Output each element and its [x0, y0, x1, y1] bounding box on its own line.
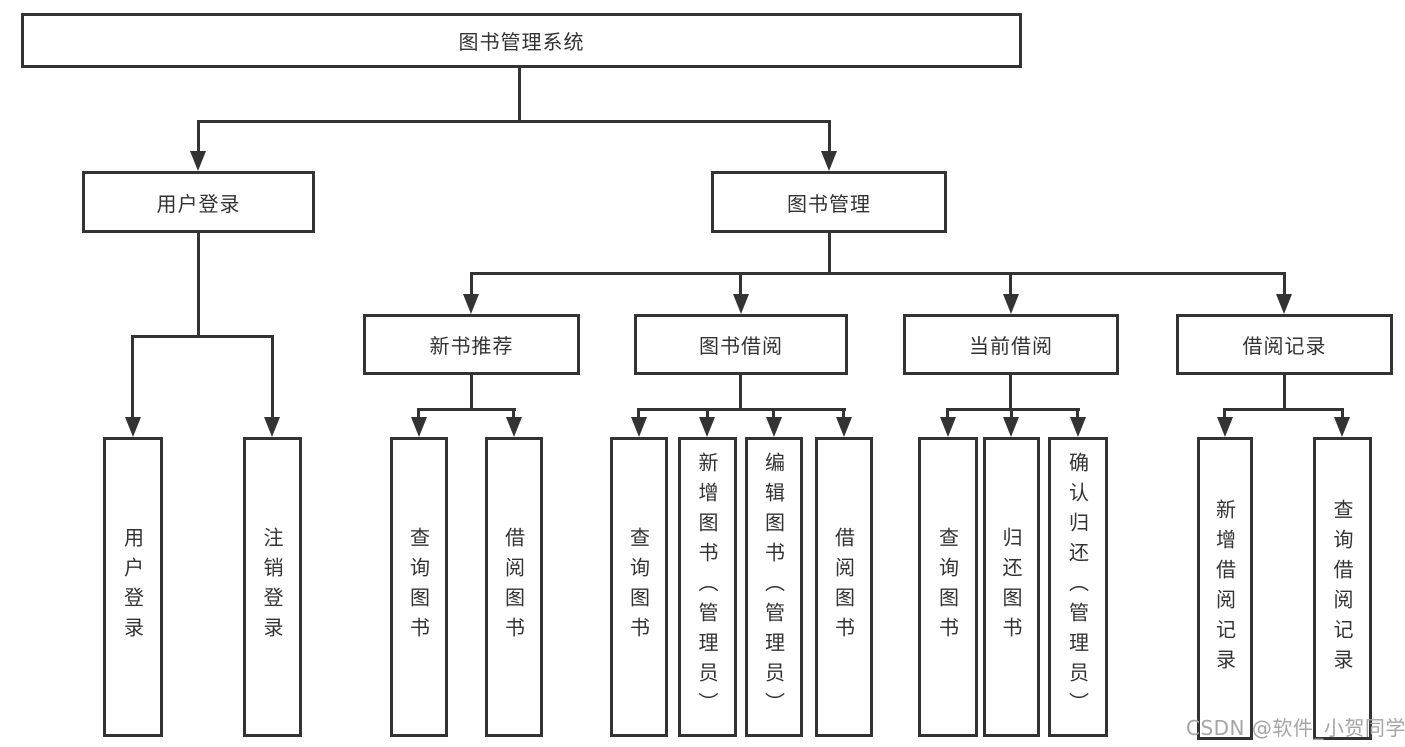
leaf-return-books: 归还图书 — [983, 437, 1040, 737]
connector-vline — [842, 408, 845, 420]
connector-vline — [271, 335, 274, 419]
arrowhead-down-icon — [1070, 417, 1086, 437]
connector-hline — [418, 408, 516, 411]
connector-vline — [946, 408, 949, 420]
arrowhead-down-icon — [766, 417, 782, 437]
connector-vline — [417, 408, 420, 420]
node-label: 编辑图书（管理员） — [761, 452, 786, 722]
connector-vline — [470, 375, 473, 410]
leaf-query-books-recommendation: 查询图书 — [390, 437, 448, 737]
node-label: 用户登录 — [156, 191, 241, 216]
node-label: 确认归还（管理员） — [1065, 452, 1090, 722]
node-library-management-system: 图书管理系统 — [21, 13, 1022, 68]
leaf-borrow-books-recommendation: 借阅图书 — [485, 437, 543, 737]
connector-hline — [470, 272, 1286, 275]
node-label: 当前借阅 — [969, 334, 1053, 358]
arrowhead-down-icon — [1276, 294, 1292, 314]
arrowhead-down-icon — [821, 151, 837, 171]
connector-vline — [512, 408, 515, 420]
node-label: 新书推荐 — [429, 334, 514, 358]
connector-vline — [518, 68, 521, 120]
connector-vline — [1076, 408, 1079, 420]
node-borrowing-records: 借阅记录 — [1176, 314, 1393, 375]
arrowhead-down-icon — [631, 417, 647, 437]
node-label: 新增图书（管理员） — [695, 452, 719, 722]
connector-hline — [638, 408, 846, 411]
leaf-query-books-current: 查询图书 — [918, 437, 978, 737]
node-label: 查询图书 — [406, 527, 431, 647]
node-label: 新增借阅记录 — [1212, 498, 1237, 679]
arrowhead-down-icon — [733, 294, 749, 314]
leaf-user-login: 用户登录 — [103, 437, 163, 737]
leaf-confirm-return-admin: 确认归还（管理员） — [1048, 437, 1108, 737]
leaf-borrow-books-borrowing: 借阅图书 — [815, 437, 873, 737]
node-label: 注销登录 — [260, 527, 284, 647]
arrowhead-down-icon — [463, 294, 479, 314]
connector-vline — [828, 120, 831, 153]
connector-vline — [637, 408, 640, 420]
arrowhead-down-icon — [1334, 417, 1350, 437]
node-current-borrowing: 当前借阅 — [903, 314, 1119, 375]
arrowhead-down-icon — [411, 417, 427, 437]
arrowhead-down-icon — [506, 417, 522, 437]
csdn-watermark: CSDN @软件_小贺同学 — [1186, 716, 1405, 740]
leaf-logout: 注销登录 — [243, 437, 302, 737]
node-label: 归还图书 — [999, 527, 1023, 647]
node-book-borrowing: 图书借阅 — [634, 314, 848, 375]
node-label: 借阅记录 — [1242, 334, 1327, 358]
node-label: 用户登录 — [120, 527, 145, 647]
connector-vline — [706, 408, 709, 420]
arrowhead-down-icon — [699, 417, 715, 437]
connector-vline — [739, 375, 742, 410]
node-label: 查询借阅记录 — [1330, 498, 1354, 679]
arrowhead-down-icon — [1217, 417, 1233, 437]
connector-vline — [1010, 408, 1013, 420]
connector-vline — [828, 233, 831, 274]
node-user-login: 用户登录 — [82, 171, 315, 233]
connector-vline — [131, 335, 134, 419]
connector-vline — [1009, 272, 1012, 298]
node-book-management: 图书管理 — [711, 171, 947, 233]
node-label: 图书管理 — [787, 191, 871, 216]
arrowhead-down-icon — [1003, 294, 1019, 314]
node-label: 图书借阅 — [699, 334, 783, 358]
connector-vline — [197, 120, 200, 153]
connector-hline — [197, 120, 830, 123]
arrowhead-down-icon — [125, 417, 141, 437]
node-label: 借阅图书 — [501, 527, 526, 647]
arrowhead-down-icon — [940, 417, 956, 437]
leaf-add-books-admin: 新增图书（管理员） — [678, 437, 737, 737]
connector-vline — [1341, 408, 1344, 420]
connector-vline — [470, 272, 473, 298]
connector-hline — [1224, 408, 1344, 411]
connector-vline — [1283, 272, 1286, 298]
connector-hline — [132, 335, 274, 338]
node-label: 查询图书 — [935, 527, 960, 647]
leaf-query-books-borrowing: 查询图书 — [610, 437, 668, 737]
connector-vline — [772, 408, 775, 420]
leaf-query-borrowing-record: 查询借阅记录 — [1313, 437, 1372, 740]
leaf-add-borrowing-record: 新增借阅记录 — [1197, 437, 1253, 740]
connector-hline — [947, 408, 1080, 411]
connector-vline — [197, 233, 200, 337]
leaf-edit-books-admin: 编辑图书（管理员） — [745, 437, 803, 737]
node-new-book-recommendation: 新书推荐 — [363, 314, 580, 375]
arrowhead-down-icon — [190, 151, 206, 171]
arrowhead-down-icon — [1003, 417, 1019, 437]
connector-vline — [1009, 375, 1012, 410]
node-label: 借阅图书 — [831, 527, 856, 647]
connector-vline — [739, 272, 742, 298]
connector-vline — [1283, 375, 1286, 410]
node-label: 图书管理系统 — [458, 30, 585, 54]
arrowhead-down-icon — [264, 417, 280, 437]
connector-vline — [1223, 408, 1226, 420]
arrowhead-down-icon — [836, 417, 852, 437]
node-label: 查询图书 — [626, 527, 651, 647]
